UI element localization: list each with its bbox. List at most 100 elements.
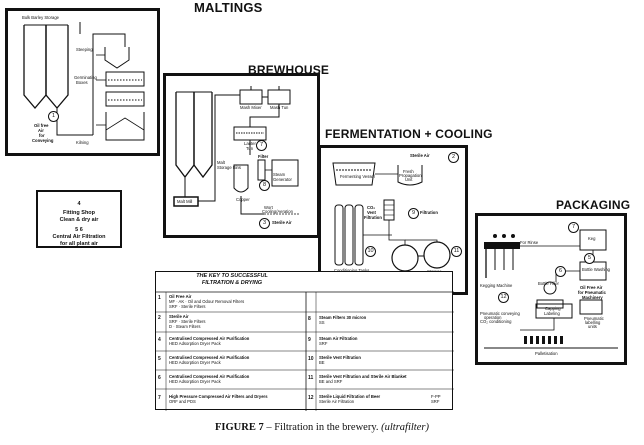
- key-row-line: BE: [319, 360, 325, 365]
- bottle-filler-label: Bottle Filler: [538, 281, 559, 286]
- key-row-line: Steam Air Filtration: [319, 336, 358, 341]
- fitting-shop-box: 4 Fitting Shop Clean & dry air 5 6 Centr…: [36, 190, 122, 248]
- pneumatic-label: Pneumatic: [584, 316, 604, 321]
- key-row: High Pressure Compressed Air Filters and…: [169, 394, 268, 404]
- key-row-line: MF · AK · Oil and Odour Removal Filters: [169, 299, 245, 304]
- steam-generator-label: Steam Generator: [273, 172, 292, 182]
- for-pneumatic-label: for Pneumatic: [578, 290, 606, 295]
- tun-label: Tun: [246, 146, 254, 151]
- key-row: Sterile Vent Filtration BE: [319, 355, 361, 365]
- key-row-line: D · Steam Filters: [169, 324, 201, 329]
- mash-mixer-label: Mash Mixer: [240, 105, 262, 110]
- key-row-number: 1: [158, 295, 161, 301]
- steeping-label: Steeping: [76, 47, 93, 52]
- key-row: Centralised Compressed Air Purification …: [169, 336, 249, 346]
- bulk-barley-label: Bulk Barley Storage: [22, 15, 60, 20]
- kegging-machine-label: Kegging Machine: [480, 283, 513, 288]
- key-row-line: HED Adsorption Dryer Pack: [169, 360, 221, 365]
- conveying-label: Conveying: [32, 138, 54, 143]
- clean-dry-air-label: Clean & dry air: [59, 217, 99, 223]
- packaging-marker-6: 6: [555, 266, 566, 277]
- filtration-key-table: THE KEY TO SUCCESSFUL FILTRATION & DRYIN…: [155, 271, 454, 411]
- palletisation-label: Palletisation: [535, 351, 558, 356]
- storage-bins-label: Storage Bins: [217, 165, 241, 170]
- key-row-line: High Pressure Compressed Air Filters and…: [169, 394, 268, 399]
- brewhouse-marker-7: 7: [256, 140, 267, 151]
- figure-label: FIGURE 7: [215, 422, 264, 433]
- fitting-shop-marker-4: 4: [74, 200, 84, 209]
- key-row-line: SRF: [319, 341, 328, 346]
- fermentation-marker-11: 11: [451, 246, 462, 257]
- key-row: Centralised Compressed Air Purification …: [169, 355, 249, 365]
- key-row-line: HED Adsorption Dryer Pack: [169, 341, 221, 346]
- malt-mill-label: Malt Mill: [177, 199, 193, 204]
- fermentation-marker-2: 2: [448, 152, 459, 163]
- germinating-label: Germinating: [74, 75, 97, 80]
- key-row-number: 12: [308, 395, 314, 401]
- packaging-panel: [475, 213, 627, 365]
- key-title: THE KEY TO SUCCESSFUL FILTRATION & DRYIN…: [157, 273, 307, 287]
- key-row: Steam Air Filtration SRF: [319, 336, 357, 346]
- fitting-shop-markers-5-6: 5 6: [75, 227, 83, 233]
- key-row-code: SRF: [431, 399, 440, 404]
- key-row-line: Sterile Vent Filtration and Sterile Air …: [319, 374, 407, 379]
- all-plant-air-label: for all plant air: [60, 241, 98, 247]
- unit-label: Unit: [405, 177, 413, 182]
- oil-free-air-label: Oil Free Air: [580, 285, 603, 290]
- conditioning-tanks-label: Conditioning Tanks: [334, 268, 369, 273]
- central-air-filtration-label: Central Air Filtration: [52, 234, 106, 240]
- pneumatic-conveying-label: Pneumatic conveying: [480, 311, 520, 316]
- key-row-number: 2: [158, 315, 161, 321]
- key-row-number: 4: [158, 337, 161, 343]
- vent-filtration-label: Filtration: [364, 215, 382, 220]
- key-row: Sterile Liquid Filtration of Beer Steril…: [319, 394, 380, 404]
- fermenting-vessel-label: Fermenting Vessel: [340, 174, 375, 179]
- fermentation-marker-9: 9: [408, 208, 419, 219]
- keg-label: Keg: [588, 236, 596, 241]
- filter-label: Filter: [258, 154, 269, 159]
- kilning-label: Kilning: [76, 140, 89, 145]
- copper-label: Copper: [236, 197, 250, 202]
- key-row: Sterile Air SRF · Sterile Filters D · St…: [169, 314, 206, 329]
- key-row-number: 5: [158, 356, 161, 362]
- packaging-marker-5: 5: [584, 253, 595, 264]
- key-row-number: 7: [158, 395, 161, 401]
- key-row-line: Centralised Compressed Air Purification: [169, 336, 250, 341]
- for-rinse-label: For Rinse: [520, 240, 539, 245]
- cooling-aeration-label: Cooling/Aeration: [262, 209, 293, 214]
- lauter-label: Lauter: [244, 141, 256, 146]
- key-row-line: Steam Filters 30 micron: [319, 315, 367, 320]
- maltings-heading: MALTINGS: [194, 0, 263, 15]
- for-label: for: [39, 133, 45, 138]
- fermentation-sterile-air-label: Sterile Air: [410, 153, 430, 158]
- key-row-line: Sterile Air Filtration: [319, 399, 355, 404]
- figure-caption: FIGURE 7 – Filtration in the brewery. (u…: [0, 422, 644, 433]
- key-row: Sterile Vent Filtration and Sterile Air …: [319, 374, 407, 384]
- key-row-line: HED Adsorption Dryer Pack: [169, 379, 221, 384]
- brewhouse-marker-3: 3: [259, 218, 270, 229]
- key-row-number: 8: [308, 316, 311, 322]
- filtration-label: Filtration: [420, 210, 438, 215]
- key-row-line: Centralised Compressed Air Purification: [169, 374, 250, 379]
- propagation-label: Propagation: [399, 173, 422, 178]
- key-title-line2: FILTRATION & DRYING: [201, 280, 263, 286]
- malt-storage-label: Malt: [217, 160, 225, 165]
- key-row-number: 9: [308, 337, 311, 343]
- maltings-panel: [5, 8, 160, 156]
- vent-label: Vent: [367, 210, 376, 215]
- air-label: Air: [38, 128, 44, 133]
- operation-label: operation: [484, 315, 502, 320]
- key-row-line: SRF · Sterile Filters: [169, 319, 206, 324]
- key-row-line: BE and SRF: [319, 379, 343, 384]
- key-row-line: Centralised Compressed Air Purification: [169, 355, 250, 360]
- boxes-label: Boxes: [76, 80, 88, 85]
- fresh-label: Fresh: [403, 169, 414, 174]
- packaging-heading: PACKAGING: [556, 198, 631, 212]
- key-row-number: 10: [308, 356, 314, 362]
- oil-free-label: Oil free: [34, 123, 49, 128]
- key-row-line: SS: [319, 320, 325, 325]
- packaging-marker-7: 7: [568, 222, 579, 233]
- key-row-line: Sterile Liquid Filtration of Beer: [319, 394, 381, 399]
